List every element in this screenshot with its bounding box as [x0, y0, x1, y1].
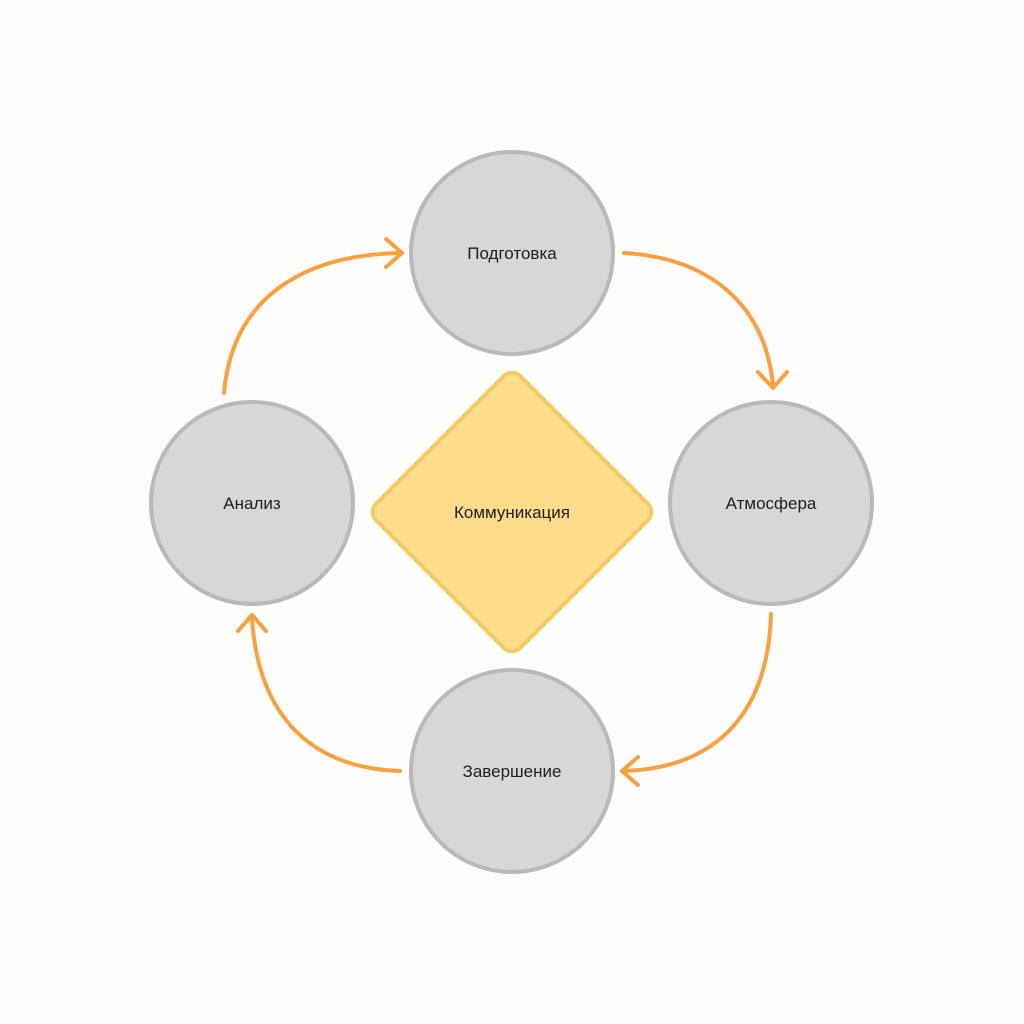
node-completion: Завершение [409, 668, 615, 874]
node-analysis: Анализ [149, 400, 355, 606]
arrow-top-to-right-head [756, 370, 789, 390]
arrow-top-to-right [622, 251, 775, 387]
arrow-right-to-bottom [622, 612, 773, 773]
arrow-bottom-to-left-head [236, 613, 268, 633]
center-diamond [370, 370, 654, 654]
center-label: Коммуникация [454, 503, 570, 522]
node-preparation-circle [409, 150, 615, 356]
arrow-bottom-to-left [250, 616, 402, 773]
node-atmosphere: Атмосфера [668, 400, 874, 606]
node-atmosphere-label: Атмосфера [726, 494, 817, 513]
node-preparation-label: Подготовка [467, 244, 557, 263]
node-completion-label: Завершение [463, 762, 562, 781]
node-atmosphere-circle [668, 400, 874, 606]
arrow-left-to-top-head [384, 237, 404, 269]
node-analysis-label: Анализ [223, 494, 281, 513]
center-node: Коммуникация [370, 370, 654, 654]
node-completion-circle [409, 668, 615, 874]
arrow-right-to-bottom-head [620, 755, 640, 787]
node-preparation: Подготовка [409, 150, 615, 356]
arrow-left-to-top [222, 251, 402, 395]
node-analysis-circle [149, 400, 355, 606]
